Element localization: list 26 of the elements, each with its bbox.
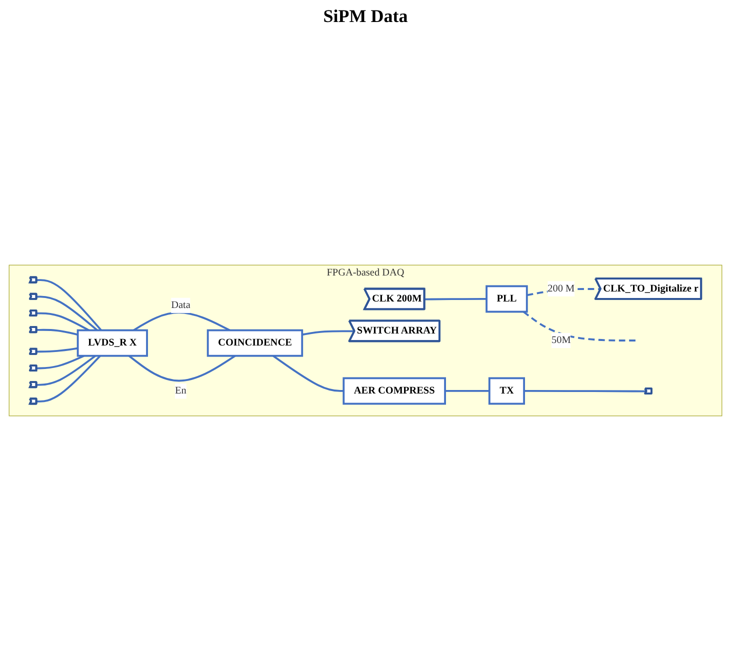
- connector: [36, 347, 78, 353]
- connector: [36, 279, 102, 331]
- connector: [36, 296, 98, 332]
- node-box: COINCIDENCE: [206, 329, 304, 357]
- connector: [302, 330, 355, 336]
- edge-label: En: [174, 385, 186, 396]
- edge-label: 200 M: [548, 283, 575, 294]
- connector: [36, 328, 78, 336]
- connector: [522, 310, 638, 342]
- connector: [36, 355, 96, 386]
- connector: [133, 312, 230, 332]
- connector: [524, 390, 647, 392]
- connector: [424, 298, 487, 300]
- edge-label: Data: [171, 300, 190, 311]
- connector: [36, 312, 90, 332]
- connector: [445, 390, 490, 392]
- connector: [36, 355, 101, 402]
- node-box: AER COMPRESS: [342, 377, 446, 405]
- edge-label: 50M: [551, 334, 571, 346]
- node-box: PLL: [486, 285, 528, 313]
- node-box: TX: [488, 377, 525, 405]
- connector: [36, 354, 84, 370]
- connector: [272, 355, 344, 392]
- connector: [128, 355, 236, 382]
- node-box: LVDS_R X: [76, 329, 148, 357]
- signal-label: SiPM Data: [323, 6, 408, 26]
